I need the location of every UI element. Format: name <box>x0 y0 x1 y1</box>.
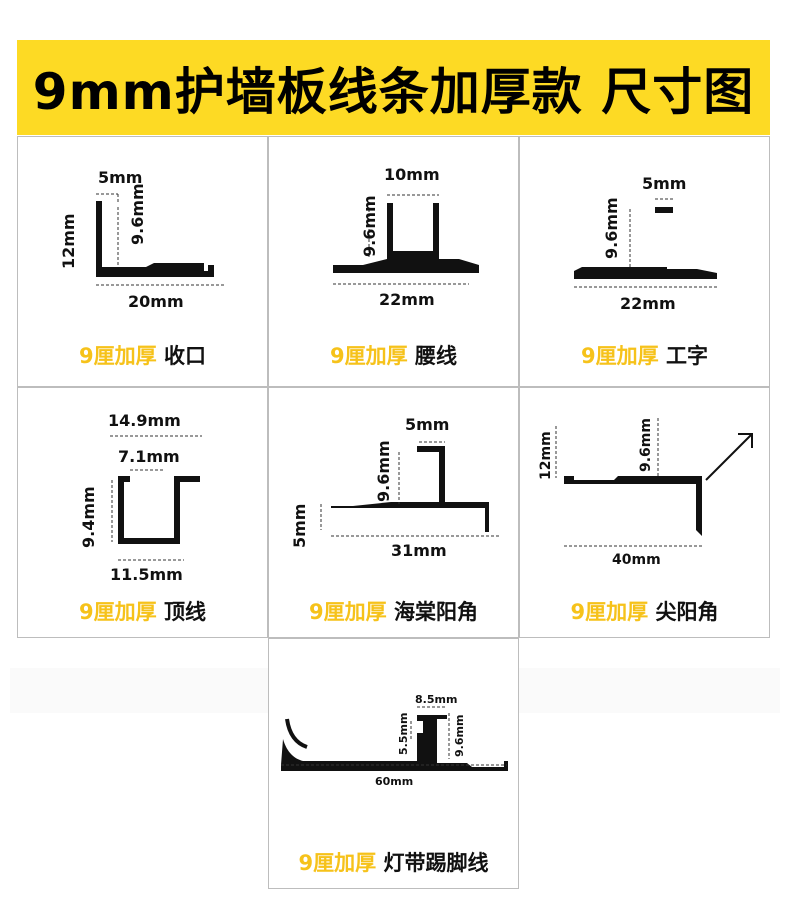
svg-text:14.9mm: 14.9mm <box>108 411 181 430</box>
title-banner: 9mm护墙板线条加厚款 尺寸图 <box>17 40 770 135</box>
profile-label: 9厘加厚 尖阳角 <box>570 600 719 624</box>
profile-diagram: 5mm 12mm 9.6mm 20mm <box>59 168 226 311</box>
svg-text:60mm: 60mm <box>375 775 413 788</box>
svg-text:31mm: 31mm <box>391 541 447 560</box>
profile-label: 9厘加厚 腰线 <box>330 344 457 368</box>
svg-text:9.6mm: 9.6mm <box>374 440 393 502</box>
svg-text:9.6mm: 9.6mm <box>360 195 379 257</box>
profile-diagram: 12mm 9.6mm 40mm <box>538 418 753 568</box>
svg-text:9.6mm: 9.6mm <box>638 418 654 472</box>
svg-text:12mm: 12mm <box>59 213 78 269</box>
svg-text:5mm: 5mm <box>290 504 309 548</box>
profile-diagram: 5mm 9.6mm 22mm <box>574 174 719 313</box>
profile-label: 9厘加厚 海棠阳角 <box>309 600 478 624</box>
svg-text:5mm: 5mm <box>98 168 142 187</box>
profile-diagram: 8.5mm 5.5mm 9.6mm 60mm <box>281 693 508 788</box>
profile-cell-jianyangjiao: 12mm 9.6mm 40mm 9厘加厚 尖阳角 <box>519 387 770 638</box>
svg-text:22mm: 22mm <box>379 290 435 309</box>
svg-text:9.6mm: 9.6mm <box>602 197 621 259</box>
svg-text:12mm: 12mm <box>538 431 554 480</box>
svg-text:5mm: 5mm <box>405 415 449 434</box>
profile-label: 9厘加厚 灯带踢脚线 <box>298 851 489 875</box>
profile-cell-dengdai: 8.5mm 5.5mm 9.6mm 60mm 9厘加厚 灯带踢脚线 <box>268 638 519 889</box>
svg-text:9.4mm: 9.4mm <box>79 486 98 548</box>
page-title: 9mm护墙板线条加厚款 尺寸图 <box>32 62 755 121</box>
profile-cell-dingxian: 14.9mm 7.1mm 9.4mm 11.5mm 9厘加厚 顶线 <box>17 387 268 638</box>
profile-label: 9厘加厚 收口 <box>79 344 206 368</box>
svg-text:7.1mm: 7.1mm <box>118 447 180 466</box>
svg-text:8.5mm: 8.5mm <box>415 693 457 706</box>
profile-diagram: 10mm 9.6mm 22mm <box>333 165 479 309</box>
svg-text:20mm: 20mm <box>128 292 184 311</box>
profile-cell-haitang: 5mm 9.6mm 5mm 31mm 9厘加厚 海棠阳角 <box>268 387 519 638</box>
profile-label: 9厘加厚 工字 <box>581 344 708 368</box>
profile-diagram: 5mm 9.6mm 5mm 31mm <box>290 415 499 560</box>
svg-text:22mm: 22mm <box>620 294 676 313</box>
profile-cell-gongzi: 5mm 9.6mm 22mm 9厘加厚 工字 <box>519 136 770 387</box>
svg-text:5.5mm: 5.5mm <box>397 713 410 755</box>
profile-diagram: 14.9mm 7.1mm 9.4mm 11.5mm <box>79 411 202 584</box>
svg-text:5mm: 5mm <box>642 174 686 193</box>
svg-text:40mm: 40mm <box>612 552 661 568</box>
svg-text:9.6mm: 9.6mm <box>453 715 466 757</box>
profile-cell-shoukou: 5mm 12mm 9.6mm 20mm 9.6mm 9厘加厚 收口 <box>17 136 268 387</box>
profile-cell-yaoxian: 10mm 9.6mm 22mm 9厘加厚 腰线 <box>268 136 519 387</box>
svg-text:11.5mm: 11.5mm <box>110 565 183 584</box>
svg-text:10mm: 10mm <box>384 165 440 184</box>
profile-label: 9厘加厚 顶线 <box>79 600 206 624</box>
